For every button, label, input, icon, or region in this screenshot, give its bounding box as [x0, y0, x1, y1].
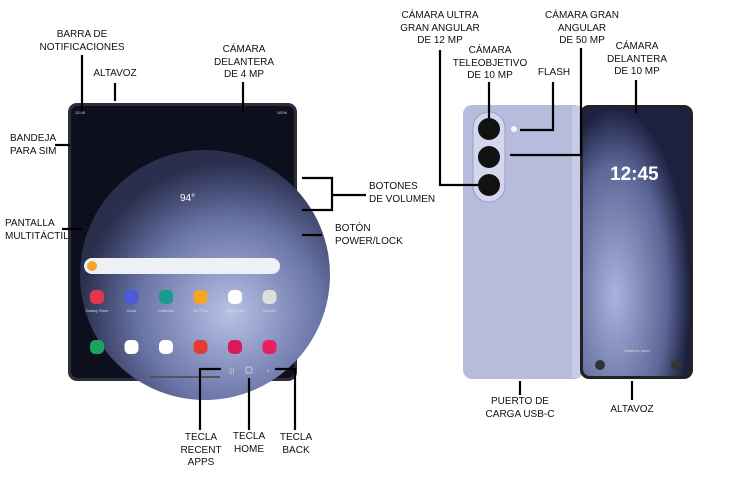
camera-shortcut-icon — [671, 360, 681, 370]
dock-app-icon[interactable] — [228, 340, 242, 354]
app-icon-google[interactable] — [262, 290, 277, 304]
dock-app-icon[interactable] — [90, 340, 104, 354]
label-usb-port: PUERTO DE CARGA USB-C — [485, 396, 555, 420]
dock-icons — [90, 340, 277, 354]
label-power-lock: BOTÓN POWER/LOCK — [335, 223, 403, 247]
recent-apps-key-icon: ||| — [229, 368, 235, 375]
label-home-key: TECLA HOME — [232, 431, 266, 455]
label-notification-bar: BARRA DE NOTIFICACIONES — [39, 29, 125, 53]
app-label: Play Store — [225, 308, 245, 313]
app-label: Calendar — [157, 308, 175, 313]
app-icon-clock[interactable] — [124, 290, 139, 304]
label-front-camera-4mp: CÁMARA DELANTERA DE 4 MP — [213, 44, 275, 80]
label-wide-camera: CÁMARA GRAN ANGULAR DE 50 MP — [545, 10, 619, 46]
app-label: Clock — [126, 308, 137, 313]
label-ultra-wide-camera: CÁMARA ULTRA GRAN ANGULAR DE 12 MP — [400, 10, 480, 46]
swipe-hint: Swipe to open — [624, 348, 650, 353]
app-icon-galaxy-store[interactable] — [90, 290, 104, 304]
app-icon-calendar[interactable] — [159, 290, 173, 304]
label-volume-buttons: BOTONES DE VOLUMEN — [369, 181, 436, 205]
phone-shortcut-icon — [595, 360, 605, 370]
label-touchscreen: PANTALLA MULTITÁCTIL — [5, 218, 69, 242]
search-bar — [84, 258, 280, 274]
label-sim-tray: BANDEJA PARA SIM — [10, 133, 57, 157]
status-time: 12:45 — [74, 110, 85, 115]
google-icon — [87, 261, 97, 271]
app-label: My Files — [193, 308, 208, 313]
ultra-wide-lens — [478, 174, 500, 196]
dock-app-icon[interactable] — [193, 340, 208, 354]
dock-app-icon[interactable] — [159, 340, 173, 354]
leader-lines — [55, 48, 638, 430]
dock-app-icon[interactable] — [124, 340, 139, 354]
app-label: Galaxy Store — [85, 308, 109, 313]
app-icons — [90, 290, 277, 304]
home-key-icon — [245, 366, 253, 374]
label-back-key: TECLA BACK — [279, 432, 313, 456]
dock-app-icon[interactable] — [262, 340, 277, 354]
label-speaker-top: ALTAVOZ — [93, 68, 137, 79]
unfolded-phone-front: ||| ‹ — [68, 103, 330, 400]
status-battery: 100% — [276, 110, 288, 115]
app-icon-play-store[interactable] — [228, 290, 242, 304]
label-telephoto-camera: CÁMARA TELEOBJETIVO DE 10 MP — [452, 45, 528, 81]
label-speaker-bottom: ALTAVOZ — [610, 404, 654, 415]
label-flash: FLASH — [537, 67, 571, 78]
label-front-camera-10mp: CÁMARA DELANTERA DE 10 MP — [606, 41, 668, 77]
folded-phone-cover-screen — [580, 105, 693, 379]
app-icon-my-files[interactable] — [193, 290, 208, 304]
telephoto-lens — [478, 118, 500, 140]
back-key-icon: ‹ — [267, 366, 270, 375]
lock-screen-clock: 12:45 — [610, 164, 659, 185]
label-recent-apps-key: TECLA RECENT APPS — [180, 432, 222, 468]
wide-lens — [478, 146, 500, 168]
folded-phone-back — [463, 105, 583, 379]
weather-widget[interactable]: 94° — [180, 193, 196, 204]
app-label: Google — [263, 308, 276, 313]
flash-led — [511, 126, 517, 132]
